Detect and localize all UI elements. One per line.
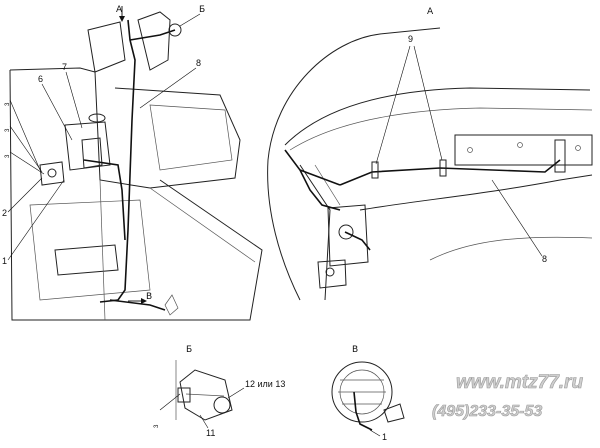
washer-reservoir-tank <box>81 137 103 169</box>
view-b-pointer-label: Б <box>199 5 205 15</box>
side-mark-group: 3 3 3 <box>5 99 45 175</box>
clip-1 <box>371 161 379 179</box>
washer-unit-cap <box>338 224 354 240</box>
side-mark-b: 3 <box>5 128 11 132</box>
detail-v-title: В <box>352 345 358 355</box>
leader-12-13 <box>227 387 245 399</box>
leader-8 <box>139 67 197 109</box>
a-pillar-inner <box>314 164 341 206</box>
washer-hose-lower <box>109 299 166 311</box>
hose-junction <box>299 169 341 186</box>
a-pillar <box>299 164 331 301</box>
lower-clip <box>164 294 179 316</box>
leader-6 <box>41 83 73 141</box>
hose-pillar <box>284 149 341 211</box>
view-a-frame-left <box>267 159 301 301</box>
view-v-pointer-label: В <box>146 292 152 302</box>
side-leader-d <box>159 393 181 411</box>
callout-9: 9 <box>408 34 413 44</box>
leader-7 <box>65 71 83 129</box>
callout-1b: 1 <box>382 432 387 442</box>
washer-reservoir-body <box>64 121 111 171</box>
nozzle-bolt <box>177 387 191 403</box>
plate-bolt-3 <box>575 145 581 151</box>
washer-hose-top <box>129 29 176 41</box>
view-v-arrow-head <box>141 298 147 304</box>
callout-6: 6 <box>38 74 43 84</box>
view-a-frame-top <box>267 27 441 161</box>
clip-2 <box>439 159 447 177</box>
grommet-ribs <box>338 379 386 405</box>
detail-v: В 1 <box>331 345 405 442</box>
plate-bolt-1 <box>467 147 473 153</box>
hood-vent <box>54 244 119 276</box>
reservoir-cap <box>88 113 106 123</box>
washer-unit-body <box>327 204 369 267</box>
grommet-outer <box>331 361 393 423</box>
side-mark-c: 3 <box>5 154 11 158</box>
side-leader-c <box>9 151 45 175</box>
leader-1 <box>7 179 65 261</box>
leader-1b <box>369 429 381 437</box>
fender-line <box>359 174 593 211</box>
side-mark-d: 3 <box>154 424 160 428</box>
view-a-arrow-head <box>119 16 125 22</box>
left-cab-view: А Б В 7 6 8 2 1 3 3 3 <box>2 5 263 321</box>
roof-inner <box>289 107 593 151</box>
leader-9a <box>375 45 411 165</box>
watermark-site: www.mtz77.ru <box>456 372 583 393</box>
hose-roof <box>339 159 561 186</box>
detail-b: Б 12 или 13 11 3 <box>154 345 285 438</box>
hood-seam <box>99 179 106 321</box>
hood-top <box>9 67 96 73</box>
nozzle-housing <box>179 369 233 421</box>
plate-bolt-2 <box>517 142 523 148</box>
mounting-plate <box>454 134 593 166</box>
grommet-clip <box>383 403 405 423</box>
callout-11: 11 <box>206 428 215 438</box>
callout-8: 8 <box>196 58 201 68</box>
leader-2 <box>7 177 43 213</box>
fender-inner <box>149 104 233 171</box>
side-mark-a: 3 <box>5 102 11 106</box>
watermark-phone: (495)233-35-53 <box>432 403 542 420</box>
callout-7: 7 <box>62 62 67 72</box>
callout-8b: 8 <box>542 254 547 264</box>
leader-11 <box>199 414 209 429</box>
fender-outline <box>114 87 241 189</box>
hood-crease <box>149 187 256 263</box>
side-leader-b <box>9 125 43 173</box>
hood-panel <box>29 199 151 301</box>
washer-unit-bracket <box>317 259 347 289</box>
cab-roof-panel <box>87 21 126 73</box>
mirror-bracket <box>137 11 171 71</box>
side-leader-a <box>9 99 41 171</box>
callout-1: 1 <box>2 256 7 266</box>
roof-edge <box>284 87 591 146</box>
rear-nozzle <box>554 139 566 173</box>
pump-motor <box>47 168 57 178</box>
view-a-pointer-label: А <box>116 5 123 15</box>
view-b-leader <box>179 13 201 27</box>
callout-2: 2 <box>2 208 7 218</box>
hood-body <box>9 69 263 321</box>
detail-b-title: Б <box>186 345 192 355</box>
bracket-hole <box>325 267 335 277</box>
callout-12-13: 12 или 13 <box>245 379 285 389</box>
washer-hose-reservoir <box>83 159 126 241</box>
grommet-hose <box>353 391 373 431</box>
washer-nozzle-b <box>168 23 182 37</box>
view-a-title: А <box>427 7 434 17</box>
hose-unit <box>344 231 371 251</box>
wheel-arch <box>429 236 593 261</box>
washer-hose-main <box>99 19 136 303</box>
nozzle-head <box>213 396 231 414</box>
leader-8b <box>491 179 543 257</box>
nozzle-seam <box>185 393 225 397</box>
right-view-a: А 9 8 <box>267 7 593 301</box>
leader-9b <box>413 45 443 161</box>
